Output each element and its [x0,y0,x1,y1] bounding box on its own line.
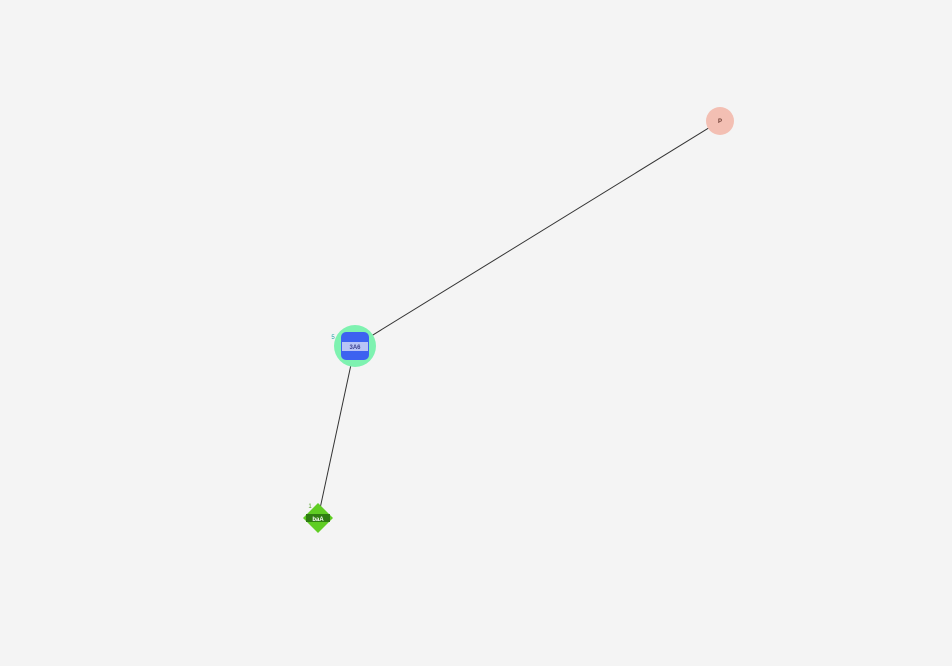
node-3a6-label: 3A6 [349,345,361,351]
edge-hub-to-p[interactable] [354,120,721,347]
node-baa-label: baA [312,517,324,523]
node-baa[interactable]: baA 1 [303,503,333,533]
node-3a6-badge: 5 [331,335,335,341]
node-3a6[interactable]: 3A6 5 [331,325,376,367]
node-baa-badge: 1 [308,504,312,510]
node-p-circle [706,107,734,135]
node-p[interactable]: P [706,107,734,135]
node-3a6-label-bg [342,342,368,351]
node-baa-label-bg [306,514,330,522]
edge-hub-to-baa[interactable] [317,345,356,519]
node-p-label: P [718,119,722,125]
